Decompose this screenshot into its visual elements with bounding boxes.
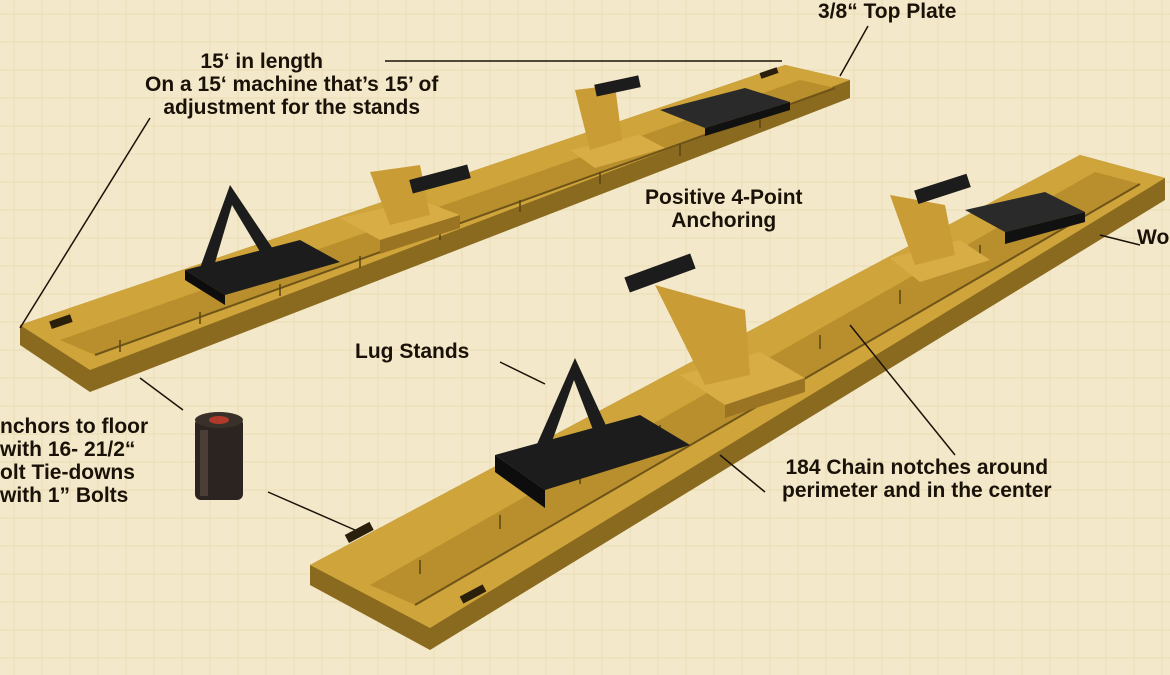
leader-lines [19, 25, 1141, 531]
upper-stand-middle [340, 164, 471, 254]
anchors-line-4: with 1” Bolts [0, 484, 129, 507]
top-plate-text: 3/8“ Top Plate [818, 0, 957, 23]
lower-top-plate [965, 192, 1085, 244]
length-line-1: 15‘ in length [200, 50, 323, 73]
anchors-line-2: with 16- 21/2“ [0, 438, 136, 461]
top-plate-label: 3/8“ Top Plate [818, 0, 956, 23]
lower-lug-stand [495, 358, 690, 508]
lower-stand-middle [624, 253, 805, 418]
anchoring-line-2: Anchoring [671, 209, 777, 232]
chain-line-1: 184 Chain notches around [785, 456, 1049, 479]
chain-notches-label: 184 Chain notches around perimeter and i… [782, 456, 1052, 502]
length-line-3: adjustment for the stands [163, 96, 421, 119]
length-line-2: On a 15‘ machine that’s 15’ of [145, 73, 439, 96]
lower-stand-rear [890, 173, 990, 282]
anchors-line-3: olt Tie-downs [0, 461, 135, 484]
lug-stands-label: Lug Stands [355, 340, 469, 363]
anchoring-line-1: Positive 4-Point [645, 186, 803, 209]
upper-top-plate [660, 88, 790, 136]
lug-stands-text: Lug Stands [355, 340, 470, 363]
work-text: Wo [1137, 226, 1170, 249]
length-label: 15‘ in length On a 15‘ machine that’s 15… [145, 50, 438, 119]
chain-line-2: perimeter and in the center [782, 479, 1052, 502]
upper-lug-stand [185, 185, 340, 305]
anchors-label: nchors to floor with 16- 21/2“ olt Tie-d… [0, 415, 148, 507]
anchoring-label: Positive 4-Point Anchoring [645, 186, 803, 232]
work-label: Wo [1137, 226, 1169, 249]
anchors-line-1: nchors to floor [0, 415, 149, 438]
tie-down-bolt [195, 412, 243, 500]
upper-stand-rear [570, 75, 665, 168]
